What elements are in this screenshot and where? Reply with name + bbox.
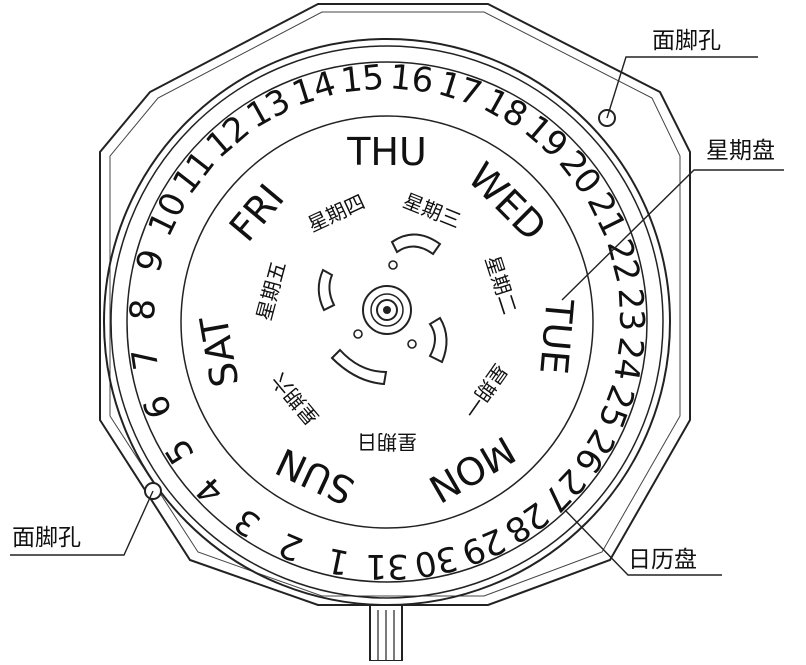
date-disc-outer (103, 38, 671, 606)
callout-face-hole-bottom: 面脚孔 (12, 525, 81, 551)
date-numeral-17: 17 (433, 64, 486, 115)
date-numeral-22: 22 (598, 235, 648, 287)
date-numeral-3: 3 (227, 500, 268, 545)
date-numeral-2: 2 (273, 524, 309, 569)
date-numeral-30: 30 (411, 537, 461, 585)
disc-slots (317, 233, 448, 386)
date-numeral-31: 31 (365, 546, 408, 586)
date-numeral-5: 5 (157, 431, 202, 471)
date-numeral-23: 23 (610, 287, 652, 332)
callout-face-hole-top: 面脚孔 (652, 28, 721, 54)
weekday-cn-7: 星期六 (267, 368, 324, 429)
movement-inner-outline (109, 11, 681, 597)
callout-week-disc: 星期盘 (706, 138, 775, 164)
weekday-cn-6: 星期五 (252, 259, 291, 323)
date-numeral-6: 6 (136, 390, 181, 424)
date-numeral-8: 8 (123, 298, 164, 322)
date-disc-edge (110, 45, 664, 599)
date-numeral-7: 7 (124, 345, 167, 372)
weekday-en-mon: MON (422, 427, 523, 511)
weekday-cn-3: 星期二 (480, 253, 521, 317)
weekday-en-wed: WED (460, 154, 555, 249)
weekday-cn-4: 星期三 (400, 188, 465, 233)
callout-leaders (10, 56, 784, 576)
center-pinion (362, 285, 412, 335)
weekday-en-thu: THU (346, 130, 427, 174)
winding-stem (369, 604, 403, 662)
date-numeral-9: 9 (129, 245, 173, 276)
pin-holes (353, 260, 417, 349)
date-disc-inner (126, 61, 648, 583)
weekday-en-sun: SUN (269, 439, 360, 513)
date-numeral-16: 16 (388, 57, 435, 101)
date-numeral-24: 24 (605, 334, 651, 383)
weekday-en-tue: TUE (531, 297, 581, 377)
weekday-en-sat: SAT (192, 312, 248, 390)
date-numeral-25: 25 (590, 379, 643, 433)
weekday-cn-2: 星期一 (458, 359, 512, 422)
callout-date-disc: 日历盘 (628, 547, 697, 573)
date-numeral-29: 29 (455, 519, 511, 573)
movement-outline (99, 3, 691, 606)
date-numeral-15: 15 (339, 57, 386, 101)
date-numeral-21: 21 (579, 186, 634, 242)
weekday-cn-1: 星期日 (357, 430, 417, 454)
date-numeral-14: 14 (287, 64, 340, 115)
date-numeral-4: 4 (188, 468, 232, 511)
date-numeral-1: 1 (323, 539, 352, 583)
weekday-cn-5: 星期四 (304, 190, 369, 237)
week-disc-outer (180, 115, 594, 529)
